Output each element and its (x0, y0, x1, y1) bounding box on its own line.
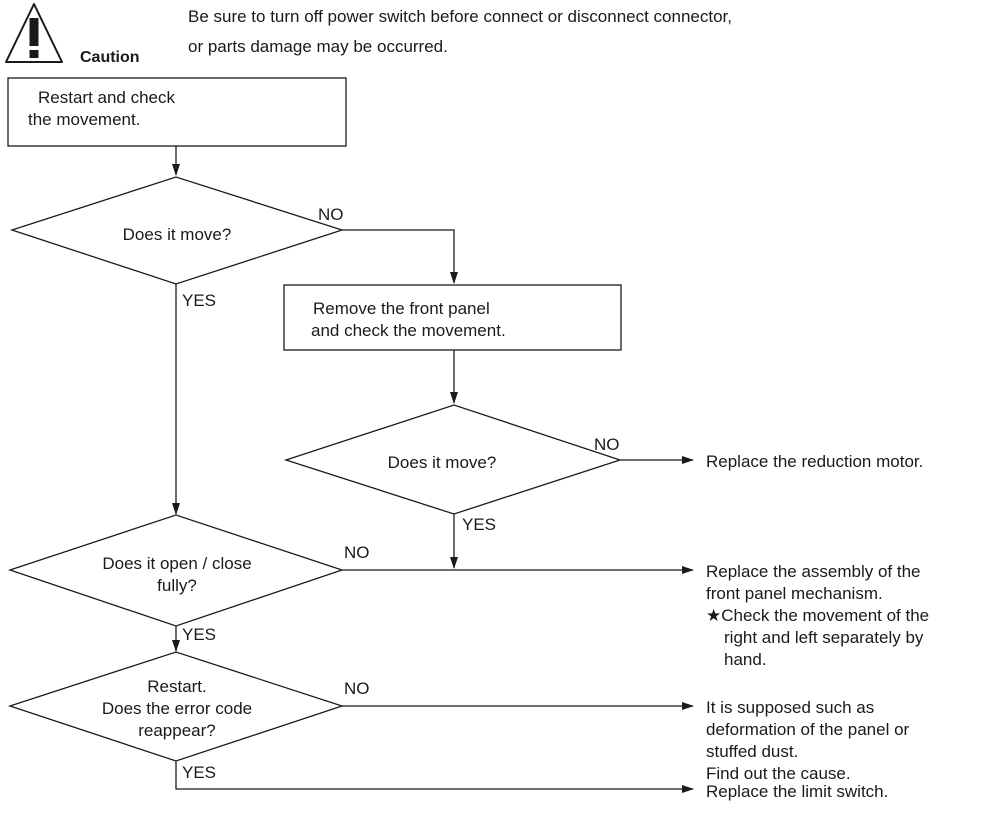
edge-d4-yes (175, 761, 694, 793)
warning-triangle-icon (5, 3, 63, 63)
caution-notice: Caution Be sure to turn off power switch… (5, 3, 732, 66)
d2-yes-label: YES (462, 515, 496, 534)
decision-4-line1: Restart. (147, 677, 207, 696)
outcome-deformation-line3: stuffed dust. (706, 742, 798, 761)
d4-no-label: NO (344, 679, 370, 698)
outcome-deformation-line4: Find out the cause. (706, 764, 851, 783)
caution-message-line2: or parts damage may be occurred. (188, 37, 448, 56)
d4-yes-label: YES (182, 763, 216, 782)
d3-yes-label: YES (182, 625, 216, 644)
start-box (7, 77, 347, 147)
outcome-deformation-line1: It is supposed such as (706, 698, 874, 717)
process-line2: and check the movement. (311, 321, 506, 340)
outcome-assembly-line2: front panel mechanism. (706, 584, 883, 603)
decision-4-diamond (7, 651, 345, 762)
decision-1-diamond (9, 176, 345, 285)
caution-label: Caution (80, 49, 140, 66)
outcome-note-line3: hand. (724, 650, 767, 669)
decision-3-line2: fully? (157, 576, 197, 595)
d1-yes-label: YES (182, 291, 216, 310)
decision-2-diamond (283, 404, 623, 515)
decision-3-line1: Does it open / close (102, 554, 251, 573)
start-box-line2: the movement. (28, 110, 140, 129)
decision-2-text: Does it move? (388, 453, 497, 472)
connectors (172, 146, 694, 793)
start-box-line1: Restart and check (38, 88, 176, 107)
decision-1-text: Does it move? (123, 225, 232, 244)
outcome-deformation-line2: deformation of the panel or (706, 720, 910, 739)
outcome-reduction-motor: Replace the reduction motor. (706, 452, 923, 471)
d2-no-label: NO (594, 435, 620, 454)
outcome-note-line2: right and left separately by (724, 628, 924, 647)
decision-4-line2: Does the error code (102, 699, 252, 718)
outcome-assembly-line1: Replace the assembly of the (706, 562, 921, 581)
decision-4-line3: reappear? (138, 721, 216, 740)
decision-3-diamond (7, 514, 345, 627)
outcome-note-line1: ★Check the movement of the (706, 606, 929, 625)
caution-message-line1: Be sure to turn off power switch before … (188, 7, 732, 26)
process-front-panel-box (283, 284, 622, 351)
d1-no-label: NO (318, 205, 344, 224)
d3-no-label: NO (344, 543, 370, 562)
process-line1: Remove the front panel (313, 299, 490, 318)
edge-d1-no (342, 229, 458, 284)
outcome-limit-switch: Replace the limit switch. (706, 782, 888, 801)
